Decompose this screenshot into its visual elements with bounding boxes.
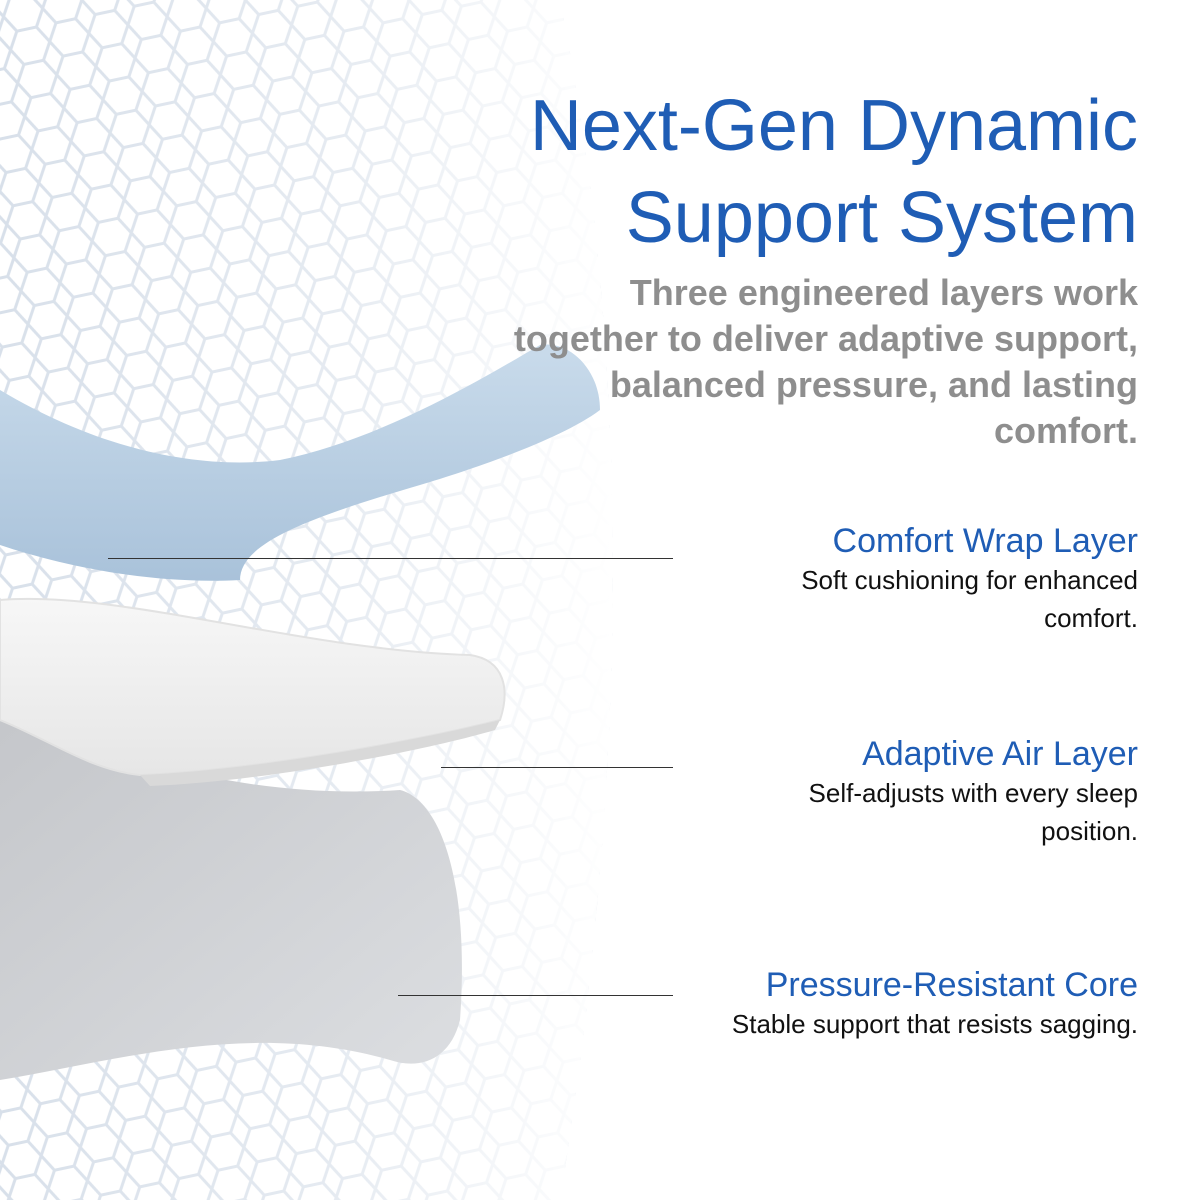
pressure-resistant-core-shape (0, 700, 462, 1080)
layer-description: Stable support that resists sagging. (731, 1009, 1138, 1039)
layer-comfort-wrap: Comfort Wrap Layer Soft cushioning for e… (708, 521, 1138, 637)
layer-title: Comfort Wrap Layer (832, 522, 1138, 560)
page-title: Next-Gen Dynamic Support System (418, 80, 1138, 264)
layer-description: Self-adjusts with every sleep position. (808, 778, 1138, 846)
leader-line-comfort-wrap (108, 558, 673, 559)
layer-title: Adaptive Air Layer (862, 735, 1138, 773)
title-line-1: Next-Gen Dynamic (529, 86, 1138, 166)
layer-adaptive-air: Adaptive Air Layer Self-adjusts with eve… (708, 734, 1138, 850)
leader-line-core (398, 995, 673, 996)
adaptive-air-layer-edge (140, 720, 500, 786)
leader-line-adaptive-air (441, 767, 673, 768)
title-line-2: Support System (625, 178, 1138, 258)
comfort-wrap-layer-shape (0, 344, 600, 581)
layer-title: Pressure-Resistant Core (765, 966, 1138, 1004)
layer-description: Soft cushioning for enhanced comfort. (801, 565, 1138, 633)
layer-pressure-core: Pressure-Resistant Core Stable support t… (578, 965, 1138, 1043)
intro-text: Three engineered layers work together to… (513, 272, 1138, 451)
